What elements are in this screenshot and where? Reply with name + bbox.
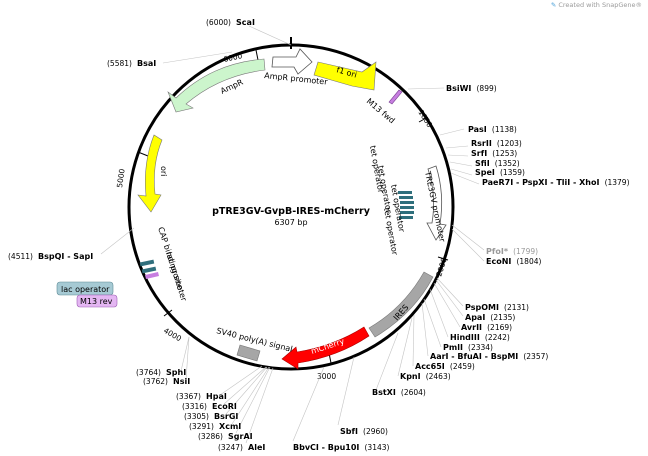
site-hindiii[interactable]: HindIII (2242)	[450, 325, 510, 344]
site-alei[interactable]: (3247) AleI	[218, 435, 265, 454]
svg-text:lac operator: lac operator	[61, 285, 110, 294]
feature-tre3gv-promoter[interactable]: TRE3GV promoter	[423, 165, 447, 243]
svg-text:6000: 6000	[223, 51, 244, 64]
lac-promoter-label: lac promoter	[164, 251, 189, 303]
site-sfii[interactable]: SfiI (1352)	[475, 151, 520, 170]
cap-binding-box	[139, 259, 155, 267]
feature-mcherry[interactable]: mCherry	[281, 326, 370, 370]
feature-f1-ori[interactable]: f1 ori	[313, 61, 377, 91]
site-bspqi-sapi[interactable]: (4511) BspQI - SapI	[8, 244, 93, 263]
svg-text:(3305) BsrGI: (3305) BsrGI	[184, 404, 238, 423]
tet-operator-box	[399, 216, 413, 219]
svg-text:AvrII (2169): AvrII (2169)	[461, 315, 512, 334]
site-pmli[interactable]: PmlI (2334)	[443, 335, 493, 354]
svg-text:BstXI (2604): BstXI (2604)	[372, 380, 426, 399]
site-aari-group[interactable]: AarI - BfuAI - BspMI (2357)	[430, 344, 548, 363]
site-spei[interactable]: SpeI (1359)	[475, 160, 525, 179]
svg-text:(3367) HpaI: (3367) HpaI	[176, 384, 227, 403]
svg-text:(5581) BsaI: (5581) BsaI	[107, 51, 156, 70]
tet-operator-box	[400, 201, 414, 204]
svg-text:5000: 5000	[115, 168, 127, 188]
svg-text:(3291) XcmI: (3291) XcmI	[189, 414, 241, 433]
m13-rev-marker	[145, 272, 159, 279]
site-paer7i-group[interactable]: PaeR7I - PspXI - TliI - XhoI (1379)	[482, 170, 630, 189]
svg-text:RsrII (1203): RsrII (1203)	[471, 131, 522, 150]
tet-operator-box	[399, 196, 413, 199]
site-bsai[interactable]: (5581) BsaI	[107, 51, 156, 70]
site-pasi[interactable]: PasI (1138)	[468, 117, 517, 136]
site-bsrgi[interactable]: (3305) BsrGI	[184, 404, 238, 423]
site-nsii[interactable]: (3762) NsiI	[143, 369, 190, 388]
svg-text:PmlI (2334): PmlI (2334)	[443, 335, 493, 354]
site-bbvci-group[interactable]: BbvCI - Bpu10I (3143)	[293, 435, 390, 454]
svg-text:(3764) SphI: (3764) SphI	[136, 360, 186, 379]
watermark-text: Created with SnapGene®	[558, 1, 642, 9]
svg-text:SrfI (1253): SrfI (1253)	[471, 141, 517, 160]
svg-text:(3316) EcoRI: (3316) EcoRI	[182, 394, 237, 413]
site-econi[interactable]: EcoNI (1804)	[486, 249, 541, 268]
feature-m13-fwd[interactable]: M13 fwd	[365, 89, 403, 125]
site-avrii[interactable]: AvrII (2169)	[461, 315, 512, 334]
site-sgrai[interactable]: (3286) SgrAI	[198, 424, 253, 443]
site-bsiwi[interactable]: BsiWI (899)	[446, 76, 497, 95]
site-kpni[interactable]: KpnI (2463)	[400, 364, 451, 383]
svg-text:PaeR7I - PspXI - TliI - XhoI (: PaeR7I - PspXI - TliI - XhoI (1379)	[482, 170, 630, 189]
snapgene-logo-icon: ✎	[550, 1, 557, 9]
svg-text:BbvCI - Bpu10I (3143): BbvCI - Bpu10I (3143)	[293, 435, 390, 454]
svg-text:HindIII (2242): HindIII (2242)	[450, 325, 510, 344]
site-sbfi[interactable]: SbfI (2960)	[340, 419, 388, 438]
site-apai[interactable]: ApaI (2135)	[465, 305, 515, 324]
site-acc65i[interactable]: Acc65I (2459)	[415, 354, 475, 373]
site-leader-lines	[100, 25, 485, 444]
svg-text:SpeI (1359): SpeI (1359)	[475, 160, 525, 179]
tick-6000: 6000	[223, 49, 259, 64]
lac-operator-tag[interactable]: lac operator	[56, 281, 114, 296]
site-sphi[interactable]: (3764) SphI	[136, 360, 186, 379]
feature-ori[interactable]: ori	[137, 134, 168, 213]
svg-text:3000: 3000	[317, 372, 336, 381]
site-srfi[interactable]: SrfI (1253)	[471, 141, 517, 160]
m13-rev-tag[interactable]: M13 rev	[76, 294, 118, 308]
svg-text:ApaI (2135): ApaI (2135)	[465, 305, 515, 324]
svg-text:(3762) NsiI: (3762) NsiI	[143, 369, 190, 388]
svg-text:4000: 4000	[162, 326, 183, 343]
svg-text:(3247) AleI: (3247) AleI	[218, 435, 265, 454]
svg-text:Acc65I (2459): Acc65I (2459)	[415, 354, 475, 373]
svg-text:AarI - BfuAI - BspMI (2357): AarI - BfuAI - BspMI (2357)	[430, 344, 548, 363]
plasmid-name: pTRE3GV-GvpB-IRES-mCherry	[212, 206, 371, 217]
ori-label: ori	[159, 166, 168, 176]
site-hpai[interactable]: (3367) HpaI	[176, 384, 227, 403]
svg-text:PasI (1138): PasI (1138)	[468, 117, 517, 136]
tick-5000: 5000	[115, 151, 149, 188]
svg-text:PspOMI (2131): PspOMI (2131)	[465, 295, 529, 314]
svg-text:SfiI (1352): SfiI (1352)	[475, 151, 520, 170]
svg-text:(3286) SgrAI: (3286) SgrAI	[198, 424, 253, 443]
svg-text:(6000) ScaI: (6000) ScaI	[206, 10, 255, 29]
lac-operator-box	[141, 266, 157, 274]
site-bstxi[interactable]: BstXI (2604)	[372, 380, 426, 399]
site-xcmi[interactable]: (3291) XcmI	[189, 414, 241, 433]
svg-text:2000: 2000	[434, 256, 449, 277]
svg-text:BsiWI (899): BsiWI (899)	[446, 76, 497, 95]
svg-text:SbfI (2960): SbfI (2960)	[340, 419, 388, 438]
svg-text:PfoI* (1799): PfoI* (1799)	[486, 239, 538, 258]
svg-text:KpnI (2463): KpnI (2463)	[400, 364, 451, 383]
feature-cap-lac[interactable]: CAP binding site lac promoter	[139, 226, 189, 303]
plasmid-length: 6307 bp	[274, 218, 307, 227]
site-ecori[interactable]: (3316) EcoRI	[182, 394, 237, 413]
snapgene-watermark: ✎ Created with SnapGene®	[551, 1, 642, 9]
tick-2000: 2000	[434, 256, 449, 277]
feature-tet-operators[interactable]: tet operator tet operator tet operator t…	[368, 145, 414, 257]
svg-text:(4511) BspQI - SapI: (4511) BspQI - SapI	[8, 244, 93, 263]
site-pfoi[interactable]: PfoI* (1799)	[486, 239, 538, 258]
svg-text:M13 rev: M13 rev	[80, 297, 113, 306]
svg-text:EcoNI (1804): EcoNI (1804)	[486, 249, 541, 268]
site-pspomi[interactable]: PspOMI (2131)	[465, 295, 529, 314]
tet-operator-box	[400, 206, 414, 209]
site-rsrii[interactable]: RsrII (1203)	[471, 131, 522, 150]
tet-operator-box	[400, 211, 414, 214]
site-scai[interactable]: (6000) ScaI	[206, 10, 255, 29]
tet-operator-box	[398, 191, 412, 194]
